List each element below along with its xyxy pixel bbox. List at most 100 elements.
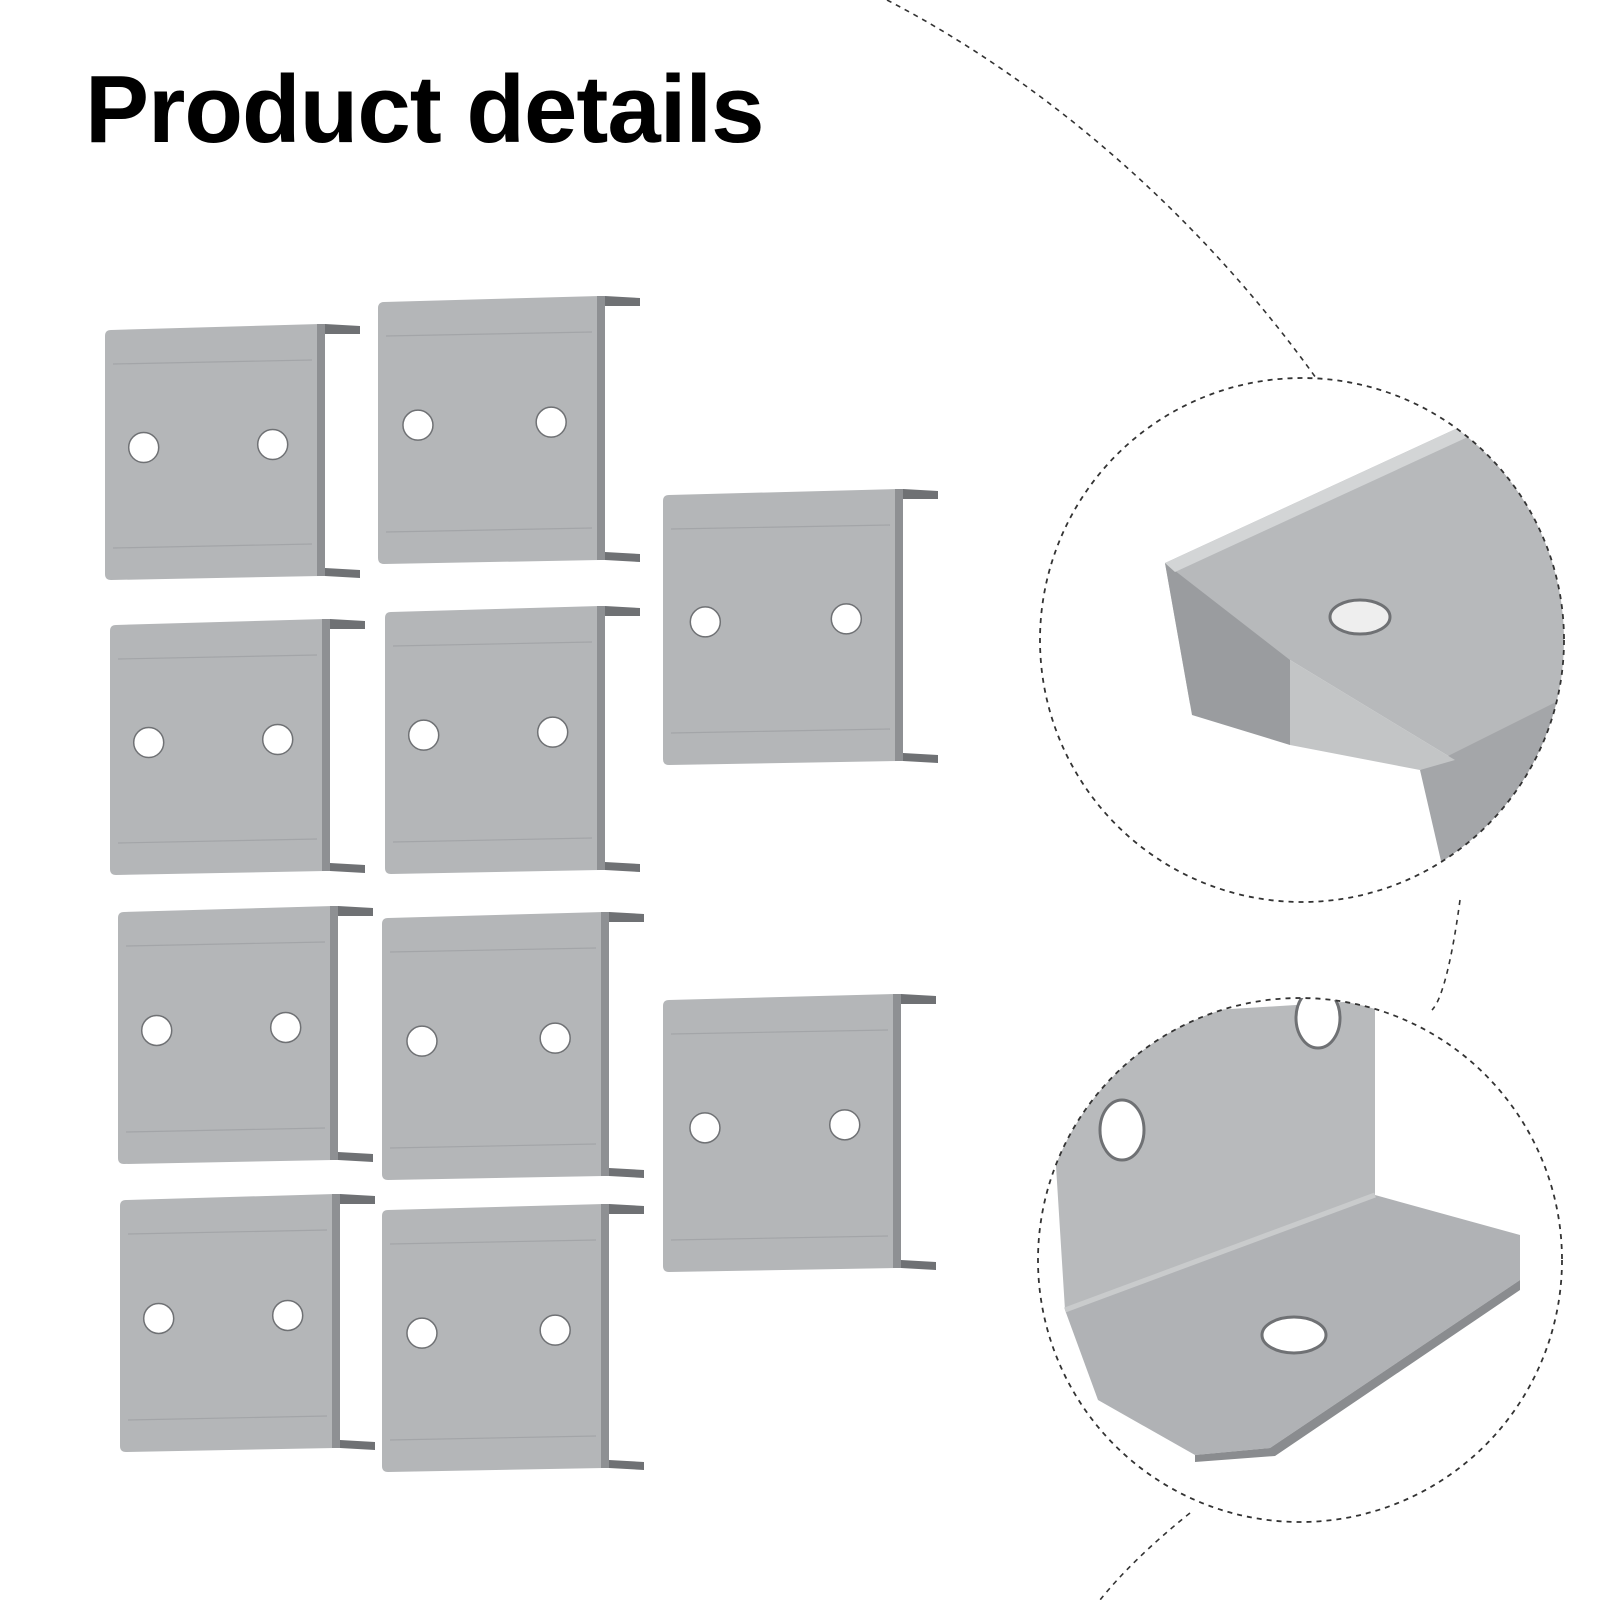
detail-circle-top bbox=[1039, 377, 1565, 903]
bracket-hole bbox=[140, 1014, 173, 1047]
bracket-face bbox=[663, 489, 898, 765]
bracket-face bbox=[120, 1194, 335, 1452]
bracket-fold bbox=[893, 994, 901, 1268]
bracket-face bbox=[385, 606, 600, 874]
bracket-hole bbox=[256, 428, 289, 461]
bracket-crease bbox=[112, 543, 313, 549]
closeup-vertical-plate bbox=[1050, 1000, 1375, 1310]
closeup-top-face bbox=[1165, 420, 1564, 760]
bracket-fold bbox=[597, 296, 605, 560]
closeup-hole bbox=[1328, 598, 1392, 636]
bracket-fold bbox=[597, 606, 605, 870]
bracket-9 bbox=[120, 1194, 375, 1452]
bracket-crease bbox=[670, 1235, 889, 1241]
bracket-face bbox=[105, 324, 320, 580]
bracket-face bbox=[663, 994, 896, 1272]
bracket-crease bbox=[125, 1127, 326, 1133]
bracket-hole bbox=[271, 1299, 304, 1332]
bracket-flange-bottom bbox=[903, 753, 938, 763]
closeup-bend bbox=[1290, 660, 1455, 770]
bracket-hole bbox=[402, 409, 434, 441]
bracket-flange-top bbox=[338, 906, 373, 916]
bracket-fold bbox=[322, 619, 330, 871]
guide-line-middle bbox=[1431, 899, 1461, 1011]
bracket-hole bbox=[535, 406, 567, 438]
bracket-hole bbox=[830, 603, 863, 635]
bracket-hole bbox=[539, 1022, 571, 1054]
bracket-7 bbox=[382, 912, 644, 1180]
bracket-fold bbox=[330, 906, 338, 1160]
bracket-flange-bottom bbox=[609, 1168, 644, 1178]
bracket-crease bbox=[392, 837, 593, 843]
bracket-crease bbox=[385, 527, 593, 533]
bracket-flange-bottom bbox=[330, 863, 365, 873]
bracket-hole bbox=[142, 1302, 175, 1335]
closeup-hole-left bbox=[1098, 1098, 1146, 1162]
bracket-hole bbox=[689, 1112, 721, 1144]
closeup-flange-edge bbox=[1165, 426, 1470, 572]
bracket-crease bbox=[117, 654, 318, 660]
bracket-fold bbox=[895, 489, 903, 761]
guide-line-top bbox=[886, 0, 1317, 379]
bracket-crease bbox=[127, 1415, 328, 1421]
bracket-hole bbox=[406, 1025, 438, 1057]
bracket-hole bbox=[536, 716, 569, 748]
bracket-flange-top bbox=[605, 296, 640, 306]
bracket-hole bbox=[132, 726, 165, 759]
bracket-crease bbox=[385, 331, 593, 337]
bracket-hole bbox=[539, 1314, 571, 1346]
bracket-8 bbox=[663, 994, 936, 1272]
bracket-hole bbox=[261, 723, 294, 756]
bracket-flange-top bbox=[340, 1194, 375, 1204]
bracket-flange-top bbox=[330, 619, 365, 629]
bracket-6 bbox=[118, 906, 373, 1164]
bracket-face bbox=[118, 906, 333, 1164]
bracket-flange-top bbox=[903, 489, 938, 499]
bracket-face bbox=[382, 912, 604, 1180]
bracket-flange-bottom bbox=[609, 1460, 644, 1470]
bracket-grid bbox=[105, 296, 938, 1472]
bracket-hole bbox=[269, 1011, 302, 1044]
closeup-hole-top bbox=[1294, 998, 1342, 1050]
bracket-hole bbox=[407, 719, 440, 751]
bracket-hole bbox=[406, 1317, 438, 1349]
bracket-crease bbox=[392, 641, 593, 647]
bracket-flange-bottom bbox=[340, 1440, 375, 1450]
bracket-hole bbox=[828, 1109, 861, 1141]
bracket-crease bbox=[389, 1435, 597, 1441]
detail-circle-bottom bbox=[1037, 997, 1563, 1523]
bracket-face bbox=[382, 1204, 604, 1472]
bracket-flange-top bbox=[609, 1204, 644, 1214]
bracket-flange-top bbox=[609, 912, 644, 922]
guide-lines bbox=[886, 0, 1461, 1600]
bracket-flange-top bbox=[901, 994, 936, 1004]
closeup-hole-bottom bbox=[1260, 1315, 1328, 1355]
bracket-face bbox=[110, 619, 325, 875]
bracket-fold bbox=[332, 1194, 340, 1448]
bracket-5 bbox=[663, 489, 938, 765]
bracket-crease bbox=[389, 1239, 597, 1245]
bracket-flange-bottom bbox=[901, 1260, 936, 1270]
closeup-flange-face bbox=[1165, 563, 1290, 745]
bracket-crease bbox=[670, 728, 891, 734]
bracket-face bbox=[378, 296, 600, 564]
bracket-crease bbox=[389, 1143, 597, 1149]
bracket-crease bbox=[125, 941, 326, 947]
guide-line-bottom bbox=[1099, 1512, 1191, 1600]
bracket-crease bbox=[112, 359, 313, 365]
bracket-hole bbox=[127, 431, 160, 464]
detail-view-holes bbox=[1037, 997, 1563, 1523]
bracket-crease bbox=[670, 1029, 889, 1035]
bracket-flange-top bbox=[325, 324, 360, 334]
bracket-flange-top bbox=[605, 606, 640, 616]
page-title: Product details bbox=[85, 56, 764, 163]
bracket-2 bbox=[378, 296, 640, 564]
detail-view-flange bbox=[1039, 377, 1565, 903]
bracket-hole bbox=[689, 606, 722, 638]
bracket-fold bbox=[601, 1204, 609, 1468]
bracket-crease bbox=[389, 947, 597, 953]
bracket-flange-bottom bbox=[605, 862, 640, 872]
bracket-crease bbox=[127, 1229, 328, 1235]
bracket-1 bbox=[105, 324, 360, 580]
